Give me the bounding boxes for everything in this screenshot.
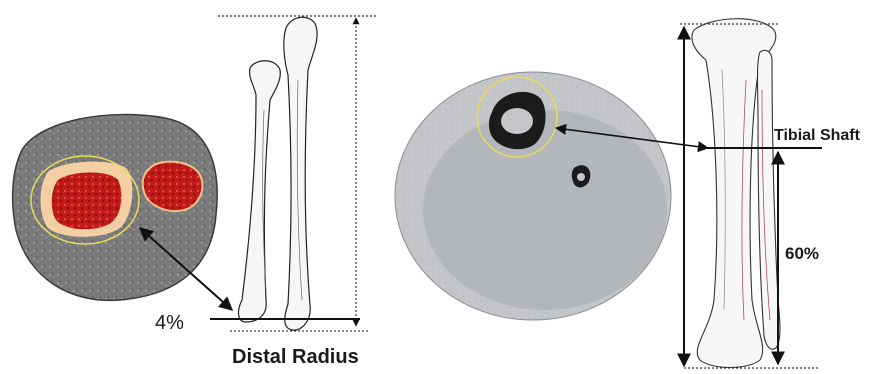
ulna-bone	[284, 17, 317, 330]
forearm-bones-drawing	[239, 17, 318, 330]
radius-percent-label: 4%	[155, 312, 184, 335]
fibula-marrow	[577, 173, 585, 181]
radius-cross-section	[13, 115, 218, 301]
tibial-shaft-label: Tibial Shaft	[774, 127, 860, 145]
distal-radius-label: Distal Radius	[232, 346, 359, 369]
radius-trabecular-core	[52, 173, 122, 230]
tibia-percent-label: 60%	[785, 244, 819, 264]
tibia-marrow	[501, 108, 533, 134]
tibia-cross-section	[395, 72, 671, 320]
radius-bone	[239, 61, 281, 322]
leg-muscle-region	[423, 110, 667, 310]
ulna-cross-section	[143, 162, 203, 211]
lower-leg-bones-drawing	[692, 19, 780, 368]
